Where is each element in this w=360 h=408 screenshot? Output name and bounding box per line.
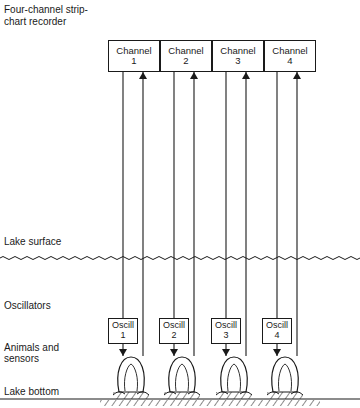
recorder-group: Four-channel strip-chart recorderChannel… [4, 4, 312, 74]
arrow-head [242, 72, 250, 79]
channel-label: Channel 3 [220, 46, 255, 67]
oscillator-label: Oscill 1 [112, 321, 134, 341]
sediment-hatch [267, 392, 303, 399]
channel-label: Channel 4 [272, 46, 307, 67]
arrow-head [190, 72, 198, 79]
annotation-label: Animals and sensors [4, 342, 64, 364]
animal-sensor [216, 357, 252, 399]
signal-line [226, 72, 246, 356]
annotation-label: Oscillators [4, 300, 51, 311]
channel-box: Channel 3 [212, 40, 264, 72]
oscillator-box: Oscill 4 [262, 318, 292, 344]
shell-valve-line [227, 364, 240, 391]
shell-valve-line [175, 364, 188, 391]
channel-box: Channel 1 [108, 40, 160, 72]
oscillator-box: Oscill 3 [211, 318, 241, 344]
arrow-head [139, 72, 147, 79]
signal-line [173, 72, 174, 318]
sediment-hatch [216, 392, 252, 399]
oscillator-box: Oscill 1 [108, 318, 138, 344]
sediment-hatch [164, 392, 200, 399]
oscillator-label: Oscill 3 [215, 321, 237, 341]
channel-box: Channel 4 [264, 40, 316, 72]
annotation-label: Lake bottom [4, 386, 59, 397]
lake-surface-wave [0, 257, 360, 260]
oscillator-box: Oscill 2 [159, 318, 189, 344]
signal-line [122, 72, 123, 318]
signal-line [276, 72, 277, 318]
signal-line [174, 72, 194, 356]
recorder-heading: Four-channel strip-chart recorder [4, 4, 108, 27]
channel-box: Channel 2 [160, 40, 212, 72]
arrow-head [293, 72, 301, 79]
signal-line [277, 72, 297, 356]
oscillator-label: Oscill 4 [266, 321, 288, 341]
oscillator-label: Oscill 2 [163, 321, 185, 341]
annotation-label: Lake surface [4, 236, 61, 247]
sensor-lead [267, 392, 303, 395]
shell-outline [118, 357, 145, 392]
animal-sensor [267, 357, 303, 399]
signal-line [123, 72, 143, 356]
channel-label: Channel 1 [116, 46, 151, 67]
sensor-lead [113, 392, 149, 395]
sensor-lead [216, 392, 252, 395]
shell-outline [169, 357, 196, 392]
shell-outline [272, 357, 299, 392]
shell-outline [221, 357, 248, 392]
animal-sensor [164, 357, 200, 399]
sensor-lead [164, 392, 200, 395]
shell-valve-line [124, 364, 137, 391]
animal-sensor [113, 357, 149, 399]
channel-label: Channel 2 [168, 46, 203, 67]
signal-line [225, 72, 226, 318]
sediment-hatch [113, 392, 149, 399]
sediment-hatch [100, 400, 320, 406]
shell-valve-line [278, 364, 291, 391]
